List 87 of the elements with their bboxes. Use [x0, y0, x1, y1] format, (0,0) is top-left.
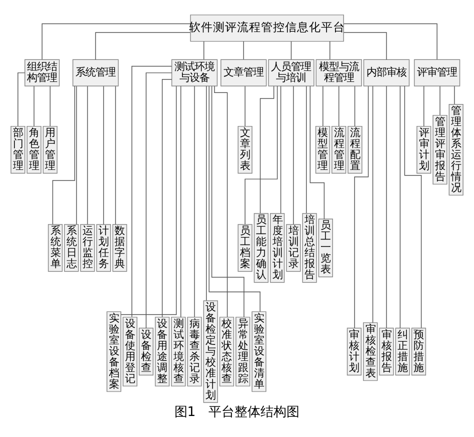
caption: 图1 平台整体结构图: [174, 404, 300, 420]
connector: [131, 65, 172, 317]
node-box: 实验室设备清单: [252, 310, 266, 392]
connector: [50, 85, 51, 126]
connector: [42, 22, 191, 60]
connector: [260, 85, 274, 214]
node-box: 员工能力确认: [254, 212, 268, 282]
node-box: 模型管理: [315, 125, 330, 174]
connector: [400, 85, 401, 328]
connector: [208, 85, 260, 312]
node-box: 病毒查杀记录: [187, 316, 202, 386]
node-box: 人员管理与培训: [268, 58, 314, 86]
connector: [194, 85, 195, 317]
node-box: 计划任务: [96, 224, 111, 272]
connector: [386, 85, 387, 328]
connector: [211, 85, 244, 317]
node-box: 设备使用登记: [122, 316, 138, 386]
node-box: 异常处理跟踪: [236, 316, 250, 386]
node-box: 模型与流程管理: [316, 58, 362, 86]
node-box: 年度培训计划: [270, 212, 285, 282]
node-box: 流程配置: [348, 125, 362, 174]
connector: [322, 85, 324, 126]
node-box: 组织结构管理: [24, 58, 60, 86]
node-box: 员工档案: [238, 224, 252, 272]
node-box: 设备检查: [138, 327, 154, 375]
connector: [290, 40, 292, 60]
node-box: 纠正措施: [395, 327, 410, 375]
node-box: 员工一览表: [318, 218, 333, 277]
node-box: 运行监控: [80, 224, 95, 272]
node-box: 管理评审报告: [432, 114, 448, 184]
connector: [180, 85, 182, 317]
node-box: 评审管理: [414, 58, 460, 86]
connector: [404, 85, 422, 328]
node-box: 数据字典: [112, 224, 128, 272]
connector: [338, 85, 340, 126]
connector: [103, 85, 104, 224]
connector: [354, 85, 369, 328]
node-box: 用户管理: [42, 125, 58, 174]
connector: [87, 85, 88, 224]
node-box: 系统日志: [64, 224, 79, 272]
node-box: 系统菜单: [48, 224, 63, 272]
node-box: 审核报告: [379, 327, 394, 375]
node-box: 实验室设备档案: [106, 310, 122, 392]
node-box: 文章列表: [238, 125, 252, 174]
node-box: 评审计划: [416, 125, 432, 174]
node-box: 管理体系运行情况: [448, 103, 464, 196]
node-box: 设备用途调整: [154, 316, 170, 386]
connector: [343, 32, 387, 60]
connector: [203, 40, 204, 60]
connector: [162, 78, 172, 318]
node-box: 预防措施: [411, 327, 426, 375]
connector: [310, 85, 325, 219]
connector: [18, 72, 26, 126]
node-box: 文章管理: [220, 58, 267, 86]
node-box: 软件测评流程管控信息化平台: [190, 14, 344, 42]
connector: [76, 85, 77, 224]
node-box: 审核计划: [346, 327, 362, 375]
node-box: 培训记录: [286, 224, 301, 272]
node-box: 设备检定与校准计划: [203, 300, 218, 402]
connector: [372, 85, 374, 322]
node-box: 流程管理: [332, 125, 346, 174]
node-box: 培训总结报告: [302, 212, 317, 282]
connector: [454, 85, 455, 104]
connector: [423, 85, 424, 126]
connector: [52, 85, 76, 224]
node-box: 内部审核: [363, 58, 410, 86]
connector: [293, 85, 294, 224]
node-box: 审核检查表: [363, 322, 378, 380]
connector: [244, 85, 246, 126]
connector: [214, 85, 228, 317]
node-box: 校准状态核查: [219, 316, 234, 386]
node-box: 测试环境与设备: [171, 58, 218, 86]
connector: [280, 85, 282, 214]
connector: [343, 22, 438, 60]
node-box: 系统管理: [72, 58, 119, 86]
connector: [206, 85, 207, 300]
connector: [243, 40, 244, 60]
connector: [146, 72, 172, 328]
connector: [95, 32, 191, 60]
node-box: 角色管理: [26, 125, 42, 174]
node-box: 测试环境核查: [171, 316, 186, 386]
connector: [120, 85, 177, 314]
connector: [354, 85, 356, 126]
connector: [244, 85, 278, 224]
connector: [306, 85, 307, 214]
node-box: 部门管理: [10, 125, 26, 174]
connector: [115, 85, 116, 224]
